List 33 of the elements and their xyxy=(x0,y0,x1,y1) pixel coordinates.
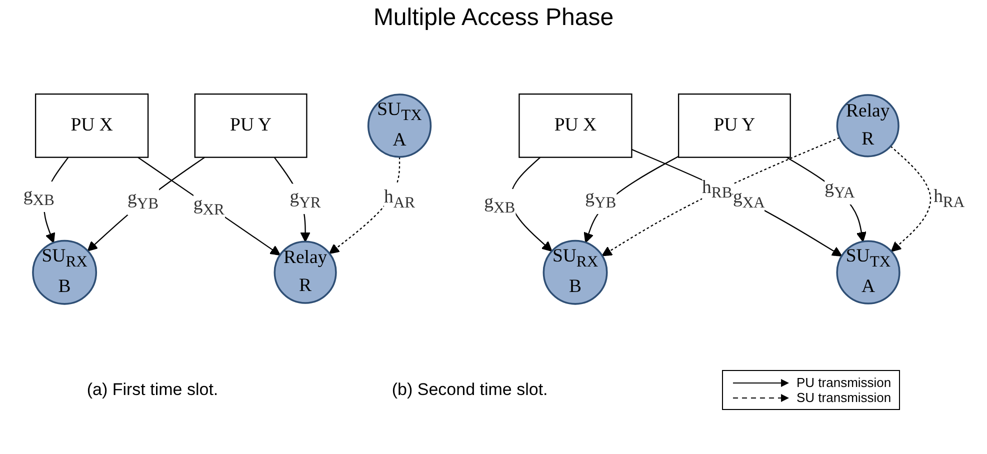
panel-caption: (a) First time slot. xyxy=(86,380,218,400)
arrow xyxy=(601,137,840,256)
node-box xyxy=(677,93,790,158)
arrow xyxy=(583,156,678,243)
edge-label: g$_{YA}$ xyxy=(824,178,854,202)
node-box xyxy=(34,93,148,158)
edge-label: g$_{YB}$ xyxy=(584,187,616,211)
network-graph: g$_{XB}$ g$_{YB}$ g$_{XR}$ g$_{YR}$ h$_{AR}$ g$_{XB}$ g$_{YB}$ h$_{RB}$g$_{XA}$ g$_{YA}$ h$_{RA}$ PU X PU Y SU$_{TX}$ A PU X Relay R PU Y SU$_{RX}$ B Relay R SU$_{RX}$ B SU$_{TX}$ A xyxy=(14,34,974,364)
edge-label: g$_{YB}$ xyxy=(126,188,158,212)
node-circle xyxy=(836,240,900,304)
edge-label: g$_{YR}$ xyxy=(289,187,320,211)
node-circle xyxy=(273,240,336,304)
edge-label: g$_{XB}$ xyxy=(484,192,515,216)
edge-label: g$_{XR}$ xyxy=(192,194,224,218)
node-circle xyxy=(542,240,608,305)
legend-text: SU transmission xyxy=(796,390,892,405)
arrow xyxy=(786,156,866,242)
panel-caption: (b) Second time slot. xyxy=(392,380,548,400)
node-circle xyxy=(366,94,432,158)
node-box xyxy=(518,93,632,158)
edge-label: h$_{RA}$ xyxy=(933,186,964,211)
edge-label: g$_{XB}$ xyxy=(22,185,54,209)
arrow xyxy=(137,156,280,256)
diagram-title: Multiple Access Phase xyxy=(372,4,615,33)
node-box xyxy=(194,93,307,158)
edge-label: g$_{XA}$ xyxy=(732,187,764,211)
node-circle xyxy=(32,240,97,305)
legend-text: PU transmission xyxy=(796,375,892,390)
node-circle xyxy=(836,94,899,158)
edge-label: h$_{RB}$ xyxy=(702,178,732,202)
arrow xyxy=(86,156,205,252)
edge-label: h$_{AR}$ xyxy=(383,187,415,211)
arrow xyxy=(890,146,931,252)
